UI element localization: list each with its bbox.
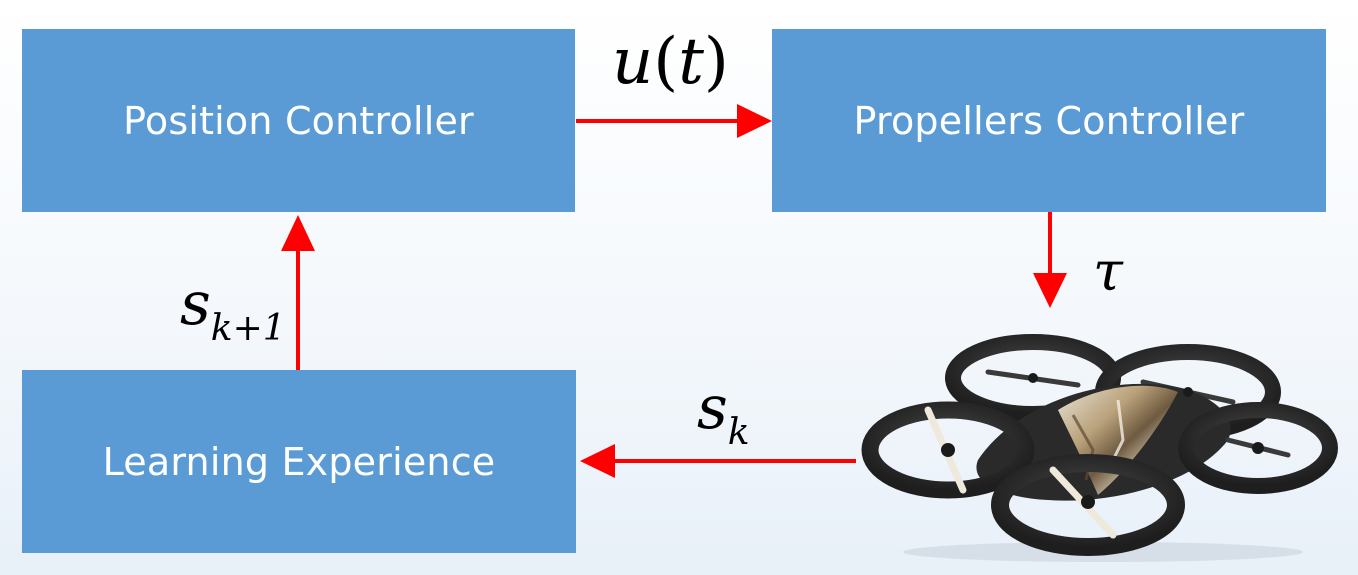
- propellers-controller-block: Propellers Controller: [772, 29, 1326, 212]
- torque-label: τ: [1093, 240, 1123, 303]
- state-var: s: [697, 373, 728, 443]
- next-state-var: s: [180, 269, 211, 339]
- control-input-label: u(t): [612, 25, 729, 99]
- position-controller-label: Position Controller: [123, 98, 474, 143]
- propellers-controller-label: Propellers Controller: [853, 98, 1245, 143]
- next-state-label: sk+1: [180, 274, 286, 347]
- arrowhead-propellers-to-drone: [1033, 273, 1067, 308]
- state-subscript: k: [727, 412, 750, 454]
- control-input-var: u: [612, 25, 654, 99]
- state-label: sk: [697, 378, 750, 451]
- arrowhead-position-to-propellers: [737, 104, 772, 138]
- arrowhead-drone-to-learning: [580, 444, 615, 478]
- learning-experience-label: Learning Experience: [102, 439, 496, 484]
- position-controller-block: Position Controller: [22, 29, 575, 212]
- control-input-arg: t: [678, 25, 704, 99]
- next-state-subscript: k+1: [210, 308, 286, 350]
- learning-experience-block: Learning Experience: [22, 370, 576, 553]
- arrowhead-learning-to-position: [281, 215, 315, 251]
- quadcopter-drone-icon: [861, 334, 1338, 562]
